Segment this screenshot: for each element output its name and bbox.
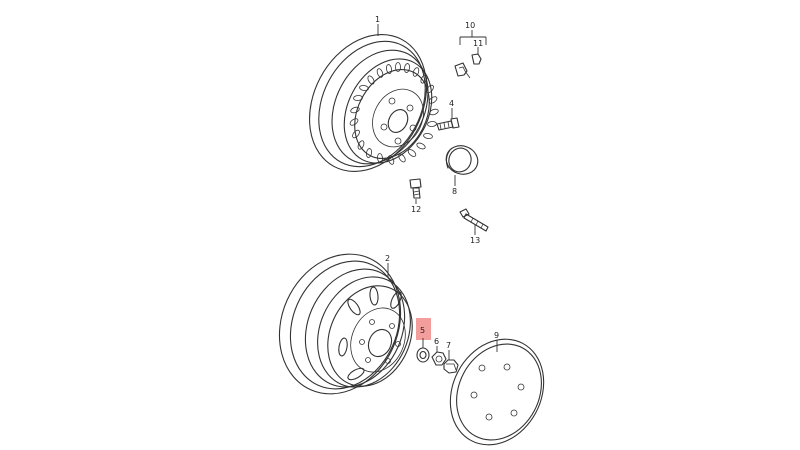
cap-nut (443, 350, 459, 374)
callout-12: 12 (411, 205, 421, 214)
wheel-bolt (436, 108, 460, 131)
callout-10: 10 (465, 21, 475, 30)
callout-5: 5 (420, 326, 425, 335)
balance-weight-clips (454, 30, 487, 79)
callout-6: 6 (434, 337, 439, 346)
wheel-nut (431, 346, 447, 366)
callout-7: 7 (446, 341, 451, 350)
callout-8: 8 (452, 187, 457, 196)
steel-wheel-lower (278, 253, 413, 395)
callout-1: 1 (375, 15, 380, 24)
callout-9: 9 (494, 331, 499, 340)
washer (416, 338, 430, 363)
wheel-bolt-short (409, 178, 422, 204)
long-bolt (459, 208, 489, 235)
steel-wheel-upper (309, 34, 439, 172)
hub-cover-disc (449, 338, 545, 446)
hub-cap (445, 145, 479, 186)
callout-13: 13 (470, 236, 480, 245)
callout-11: 11 (473, 39, 483, 48)
callout-2: 2 (385, 254, 390, 263)
callout-4: 4 (449, 99, 454, 108)
highlight-marker (416, 318, 431, 340)
